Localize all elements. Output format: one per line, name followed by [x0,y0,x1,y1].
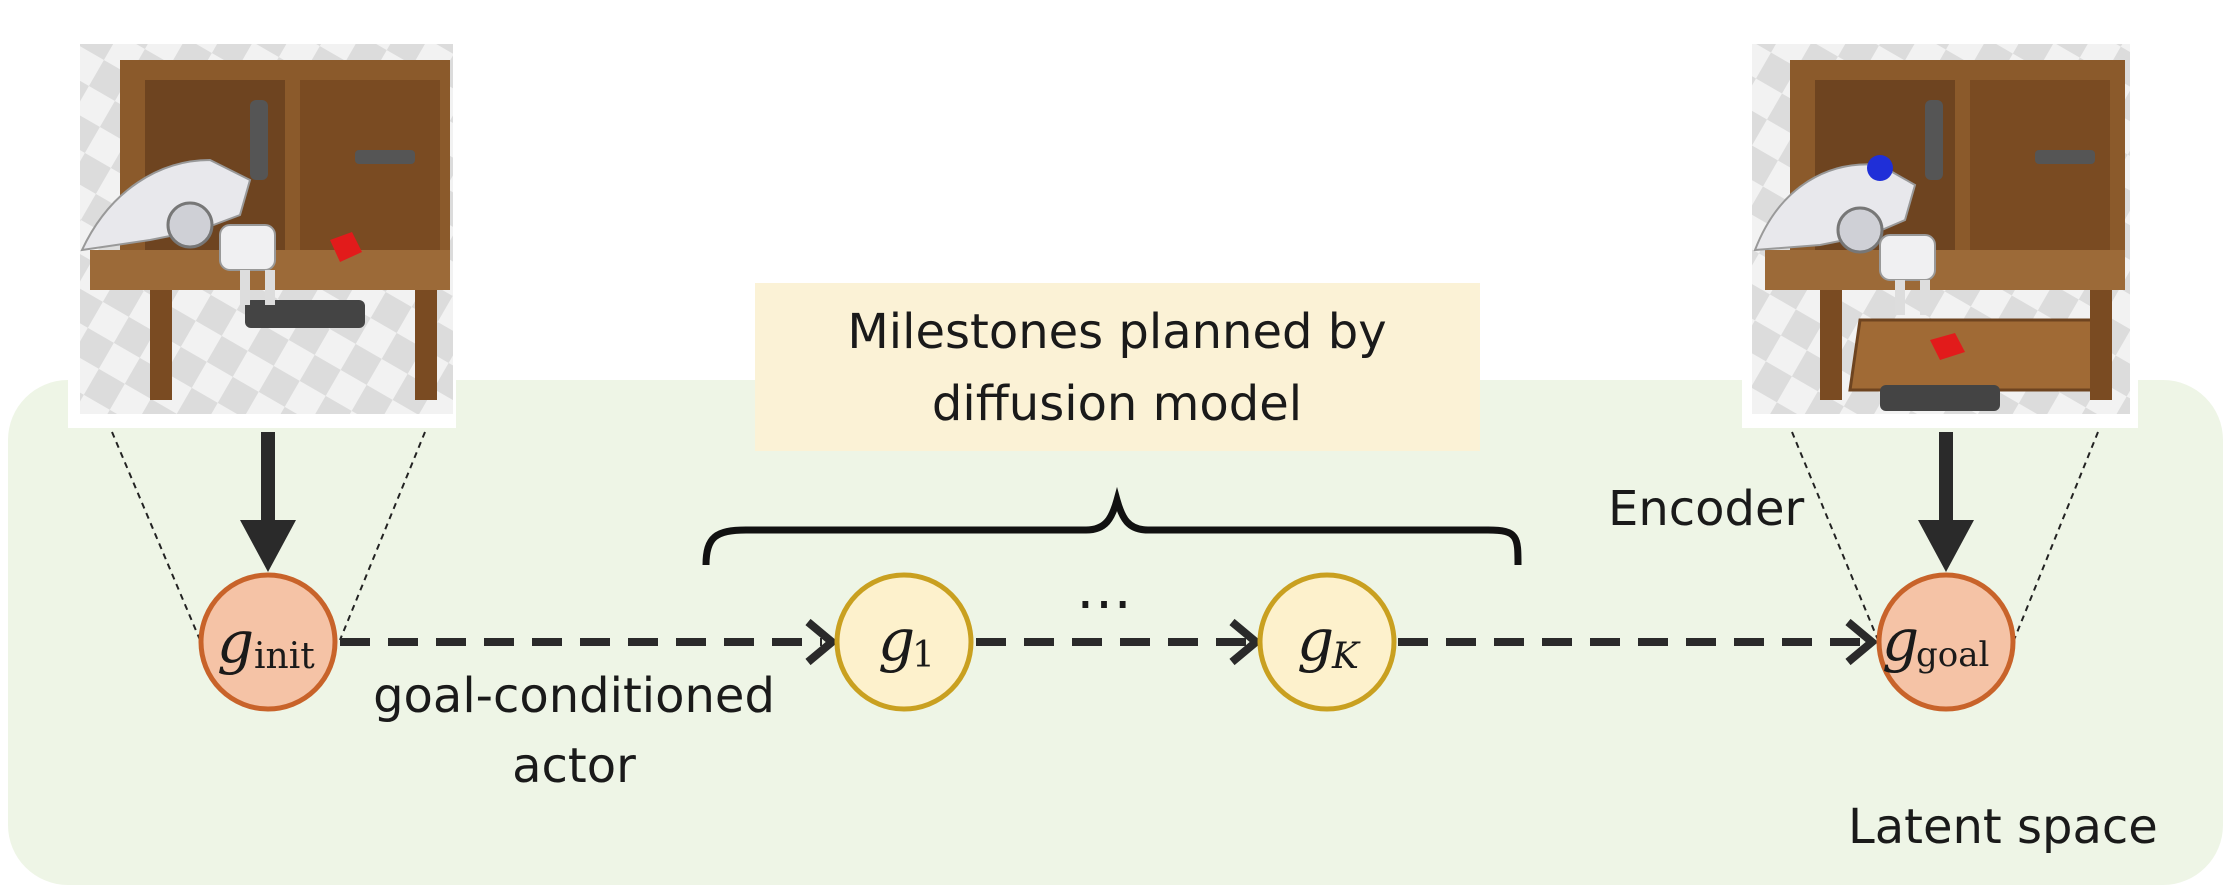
projection-line-goal-right [2013,431,2099,641]
goal-scene-image [1742,38,2138,428]
node-g-init: g init [198,572,338,712]
latent-space-region [8,380,2223,885]
milestones-label-line2: diffusion model [932,376,1302,432]
projection-line-init-left [111,431,201,641]
encoder-arrowhead-goal [1918,520,1974,572]
node-g-1-sub: 1 [912,635,935,676]
node-g-K: g K [1257,572,1397,712]
projection-line-goal-left [1791,431,1879,641]
node-g-goal: g goal [1876,572,2016,712]
arrowhead-g1 [805,618,839,666]
encoder-arrowhead-init [240,520,296,572]
milestones-box [755,283,1480,451]
node-g-K-sub: K [1331,636,1361,677]
latent-space-label: Latent space [1848,799,2158,855]
encoder-label: Encoder [1608,481,1805,537]
arrowhead-gK [1229,618,1263,666]
node-g-K-main: g [1297,606,1334,674]
milestones-ellipsis: … [1076,557,1132,622]
actor-label-line1: goal-conditioned [373,668,775,724]
node-g-goal-main: g [1882,606,1919,674]
arrowhead-goal [1845,618,1879,666]
initial-scene-image [68,38,456,428]
projection-line-init-right [339,431,426,641]
node-g-init-main: g [217,608,254,676]
milestones-curly-brace [702,486,1522,566]
node-g-1: g 1 [834,572,974,712]
node-g-goal-sub: goal [1916,635,1989,675]
actor-label-line2: actor [512,738,636,794]
node-g-init-sub: init [254,636,315,677]
node-g-1-main: g [878,606,915,674]
milestones-label-line1: Milestones planned by [847,304,1386,360]
